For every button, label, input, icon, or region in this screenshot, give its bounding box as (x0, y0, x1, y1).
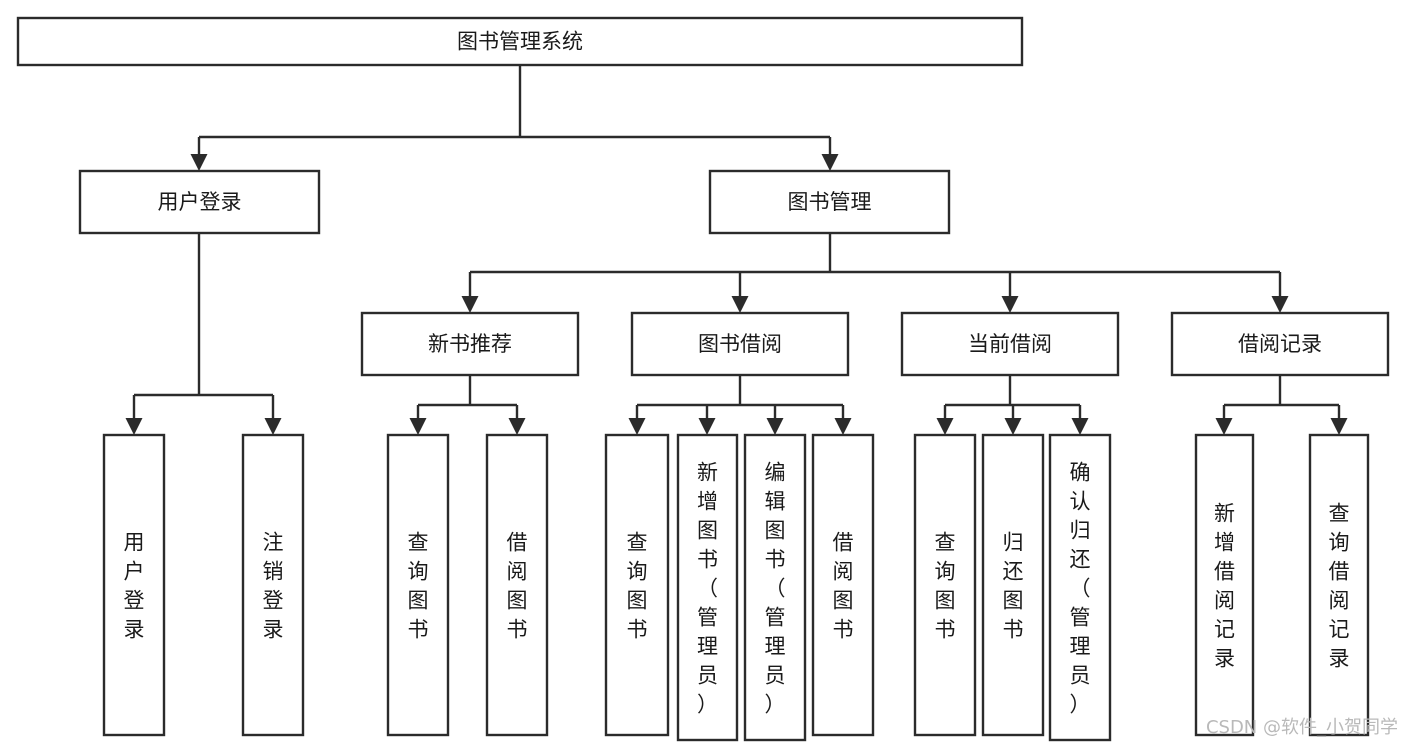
node-leaf-return-book[interactable]: 归还图书 (981, 433, 1045, 737)
node-label: 图书借阅 (698, 332, 782, 356)
node-box[interactable] (981, 433, 1045, 737)
connector-conn-book-manage (461, 233, 1289, 313)
node-label: 确认归还（管理员） (1070, 461, 1091, 717)
csdn-watermark: CSDN @软件_小贺同学 (1206, 717, 1398, 738)
arrow-head-icon (628, 418, 646, 435)
node-label: 新增图书（管理员） (697, 461, 718, 717)
node-box[interactable] (1194, 433, 1255, 737)
node-label: 当前借阅 (968, 332, 1052, 356)
node-leaf-add-book[interactable]: 新增图书（管理员） (676, 433, 739, 742)
node-label: 新书推荐 (428, 332, 512, 356)
node-box[interactable] (485, 433, 549, 737)
connector-conn-current-borrow (936, 375, 1089, 435)
arrow-head-icon (264, 418, 282, 435)
node-box[interactable] (78, 169, 321, 235)
arrow-head-icon (731, 296, 749, 313)
connector-conn-book-borrow (628, 375, 852, 435)
connector-conn-root (190, 65, 839, 171)
node-label: 借阅记录 (1238, 332, 1322, 356)
node-leaf-query-book-3[interactable]: 查询图书 (913, 433, 977, 737)
node-label: 查询图书 (408, 531, 429, 642)
connector-conn-borrow-record (1215, 375, 1348, 435)
node-label: 编辑图书（管理员） (765, 461, 786, 717)
node-box[interactable] (743, 433, 807, 742)
node-leaf-borrow-book-1[interactable]: 借阅图书 (485, 433, 549, 737)
node-box[interactable] (360, 311, 580, 377)
arrow-head-icon (1330, 418, 1348, 435)
node-box[interactable] (676, 433, 739, 742)
arrow-head-icon (409, 418, 427, 435)
arrow-head-icon (821, 154, 839, 171)
node-leaf-edit-book[interactable]: 编辑图书（管理员） (743, 433, 807, 742)
node-box[interactable] (102, 433, 166, 737)
node-user-login[interactable]: 用户登录 (78, 169, 321, 235)
node-label: 图书管理系统 (457, 30, 583, 54)
node-box[interactable] (630, 311, 850, 377)
arrow-head-icon (461, 296, 479, 313)
node-leaf-query-book-2[interactable]: 查询图书 (604, 433, 670, 737)
node-box[interactable] (386, 433, 450, 737)
node-current-borrow[interactable]: 当前借阅 (900, 311, 1120, 377)
arrow-head-icon (508, 418, 526, 435)
node-box[interactable] (241, 433, 305, 737)
node-label: 用户登录 (124, 531, 145, 642)
arrow-head-icon (190, 154, 208, 171)
connectors-layer (125, 65, 1348, 435)
node-book-borrow[interactable]: 图书借阅 (630, 311, 850, 377)
arrow-head-icon (1001, 296, 1019, 313)
node-root[interactable]: 图书管理系统 (16, 16, 1024, 67)
node-new-book-rec[interactable]: 新书推荐 (360, 311, 580, 377)
node-label: 注销登录 (263, 531, 284, 642)
connector-conn-new-book-rec (409, 375, 526, 435)
node-leaf-add-record[interactable]: 新增借阅记录 (1194, 433, 1255, 737)
node-leaf-borrow-book-2[interactable]: 借阅图书 (811, 433, 875, 737)
arrow-head-icon (834, 418, 852, 435)
node-book-manage[interactable]: 图书管理 (708, 169, 951, 235)
node-label: 图书管理 (788, 190, 872, 214)
node-label: 归还图书 (1003, 531, 1024, 642)
node-label: 用户登录 (158, 190, 242, 214)
node-box[interactable] (604, 433, 670, 737)
node-label: 借阅图书 (833, 531, 854, 642)
node-leaf-confirm-return[interactable]: 确认归还（管理员） (1048, 433, 1112, 742)
node-box[interactable] (900, 311, 1120, 377)
node-borrow-record[interactable]: 借阅记录 (1170, 311, 1390, 377)
node-label: 查询图书 (935, 531, 956, 642)
arrow-head-icon (125, 418, 143, 435)
arrow-head-icon (1271, 296, 1289, 313)
arrow-head-icon (766, 418, 784, 435)
node-leaf-query-record[interactable]: 查询借阅记录 (1308, 433, 1370, 737)
node-label: 新增借阅记录 (1214, 502, 1235, 671)
nodes-layer: 图书管理系统用户登录图书管理新书推荐图书借阅当前借阅借阅记录用户登录注销登录查询… (16, 16, 1390, 742)
arrow-head-icon (1071, 418, 1089, 435)
node-box[interactable] (1308, 433, 1370, 737)
node-box[interactable] (1170, 311, 1390, 377)
arrow-head-icon (1215, 418, 1233, 435)
arrow-head-icon (1004, 418, 1022, 435)
node-label: 借阅图书 (507, 531, 528, 642)
connector-conn-user-login (125, 233, 282, 435)
node-leaf-query-book-1[interactable]: 查询图书 (386, 433, 450, 737)
arrow-head-icon (698, 418, 716, 435)
node-label: 查询图书 (627, 531, 648, 642)
node-box[interactable] (811, 433, 875, 737)
node-label: 查询借阅记录 (1329, 502, 1350, 671)
node-box[interactable] (708, 169, 951, 235)
node-leaf-logout[interactable]: 注销登录 (241, 433, 305, 737)
node-leaf-user-login[interactable]: 用户登录 (102, 433, 166, 737)
node-box[interactable] (16, 16, 1024, 67)
node-box[interactable] (1048, 433, 1112, 742)
node-box[interactable] (913, 433, 977, 737)
arrow-head-icon (936, 418, 954, 435)
